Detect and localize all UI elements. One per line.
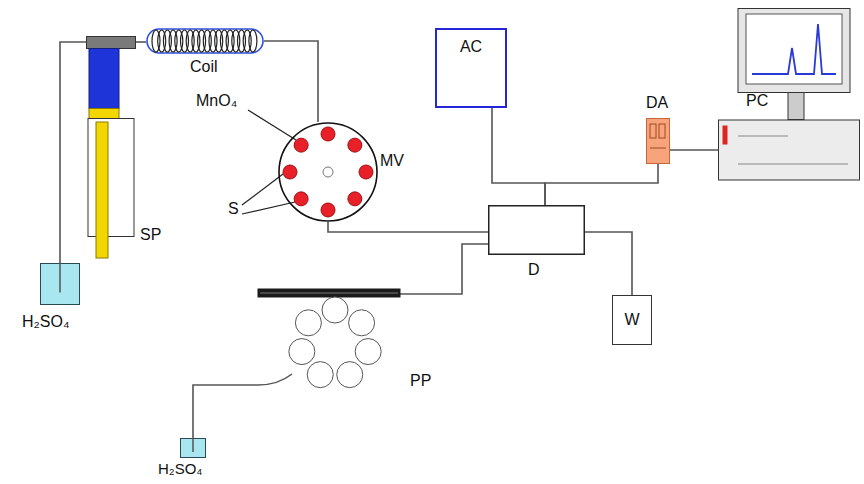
tubing-connector [400, 244, 488, 294]
computer-shape [718, 8, 860, 182]
tubing-connector [585, 232, 632, 295]
detector-shape [488, 205, 585, 255]
syringe-pump: SP [86, 36, 136, 260]
tubing-connector [264, 41, 318, 122]
node-label: PP [410, 372, 431, 390]
node-label: SP [140, 226, 161, 244]
data-acquisition-shape [646, 118, 670, 164]
multiposition-valve: MV [278, 122, 378, 222]
detector: D [488, 205, 585, 255]
node-label: W [624, 311, 639, 329]
peristaltic-pump: PP [258, 288, 400, 398]
reagent-bottle: H₂SO₄ [180, 438, 206, 458]
node-label: AC [460, 38, 482, 56]
computer: PC [718, 8, 860, 182]
node-label: PC [746, 92, 768, 110]
reagent-bottle: H₂SO₄ [40, 263, 80, 305]
leader-line [242, 174, 283, 205]
multiposition-valve-shape [278, 122, 378, 222]
reaction-coil-shape [146, 26, 264, 56]
reagent-bottle-shape [180, 438, 206, 458]
tubing-connector [492, 108, 545, 205]
tubing-connector [193, 385, 258, 438]
node-label: Coil [190, 58, 218, 76]
peristaltic-pump-shape [258, 288, 400, 398]
syringe-pump-shape [86, 36, 136, 260]
node-label: DA [646, 94, 668, 112]
tubing-connector [136, 41, 146, 43]
sample-label: S [228, 200, 239, 218]
reagent-bottle-shape [40, 263, 80, 305]
tubing-connector [328, 222, 488, 232]
node-label: H₂SO₄ [158, 460, 202, 477]
data-acquisition: DA [646, 118, 670, 164]
node-label: D [528, 261, 540, 279]
tubing-connector [545, 164, 658, 205]
node-label: MV [380, 152, 404, 170]
reaction-coil: Coil [146, 26, 264, 56]
tubing-connector [60, 42, 86, 263]
tubing-connector [670, 149, 718, 151]
reagent-label: MnO₄ [196, 92, 237, 110]
waste-bottle: W [612, 295, 652, 345]
node-label: H₂SO₄ [22, 313, 69, 331]
leader-line [248, 110, 296, 140]
leader-line [242, 202, 295, 214]
amperometric-controller: AC [435, 28, 507, 108]
